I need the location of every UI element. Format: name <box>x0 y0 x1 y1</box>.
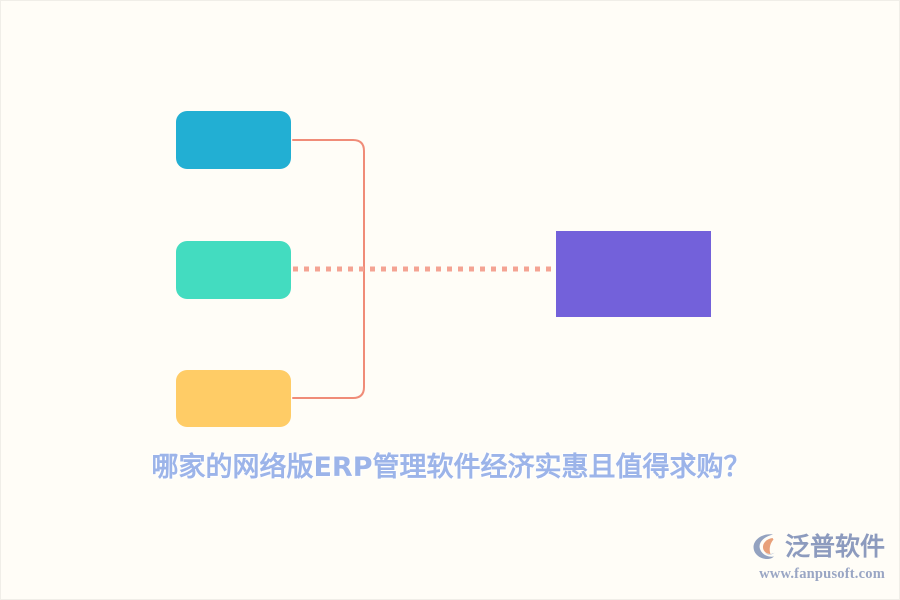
connector-blue-to-trunk <box>292 139 365 270</box>
caption-text: 哪家的网络版ERP管理软件经济实惠且值得求购？ <box>151 452 751 483</box>
watermark-url: www.fanpusoft.com <box>759 566 885 582</box>
connector-yellow-to-trunk <box>292 268 365 399</box>
fanpu-swirl-logo-icon <box>753 534 775 559</box>
watermark-brand: 泛普软件 <box>784 531 885 561</box>
node-green[interactable] <box>176 241 291 299</box>
watermark: 泛普软件 www.fanpusoft.com <box>753 527 885 587</box>
node-purple[interactable] <box>556 231 711 317</box>
node-yellow[interactable] <box>176 370 291 427</box>
node-blue[interactable] <box>176 111 291 169</box>
